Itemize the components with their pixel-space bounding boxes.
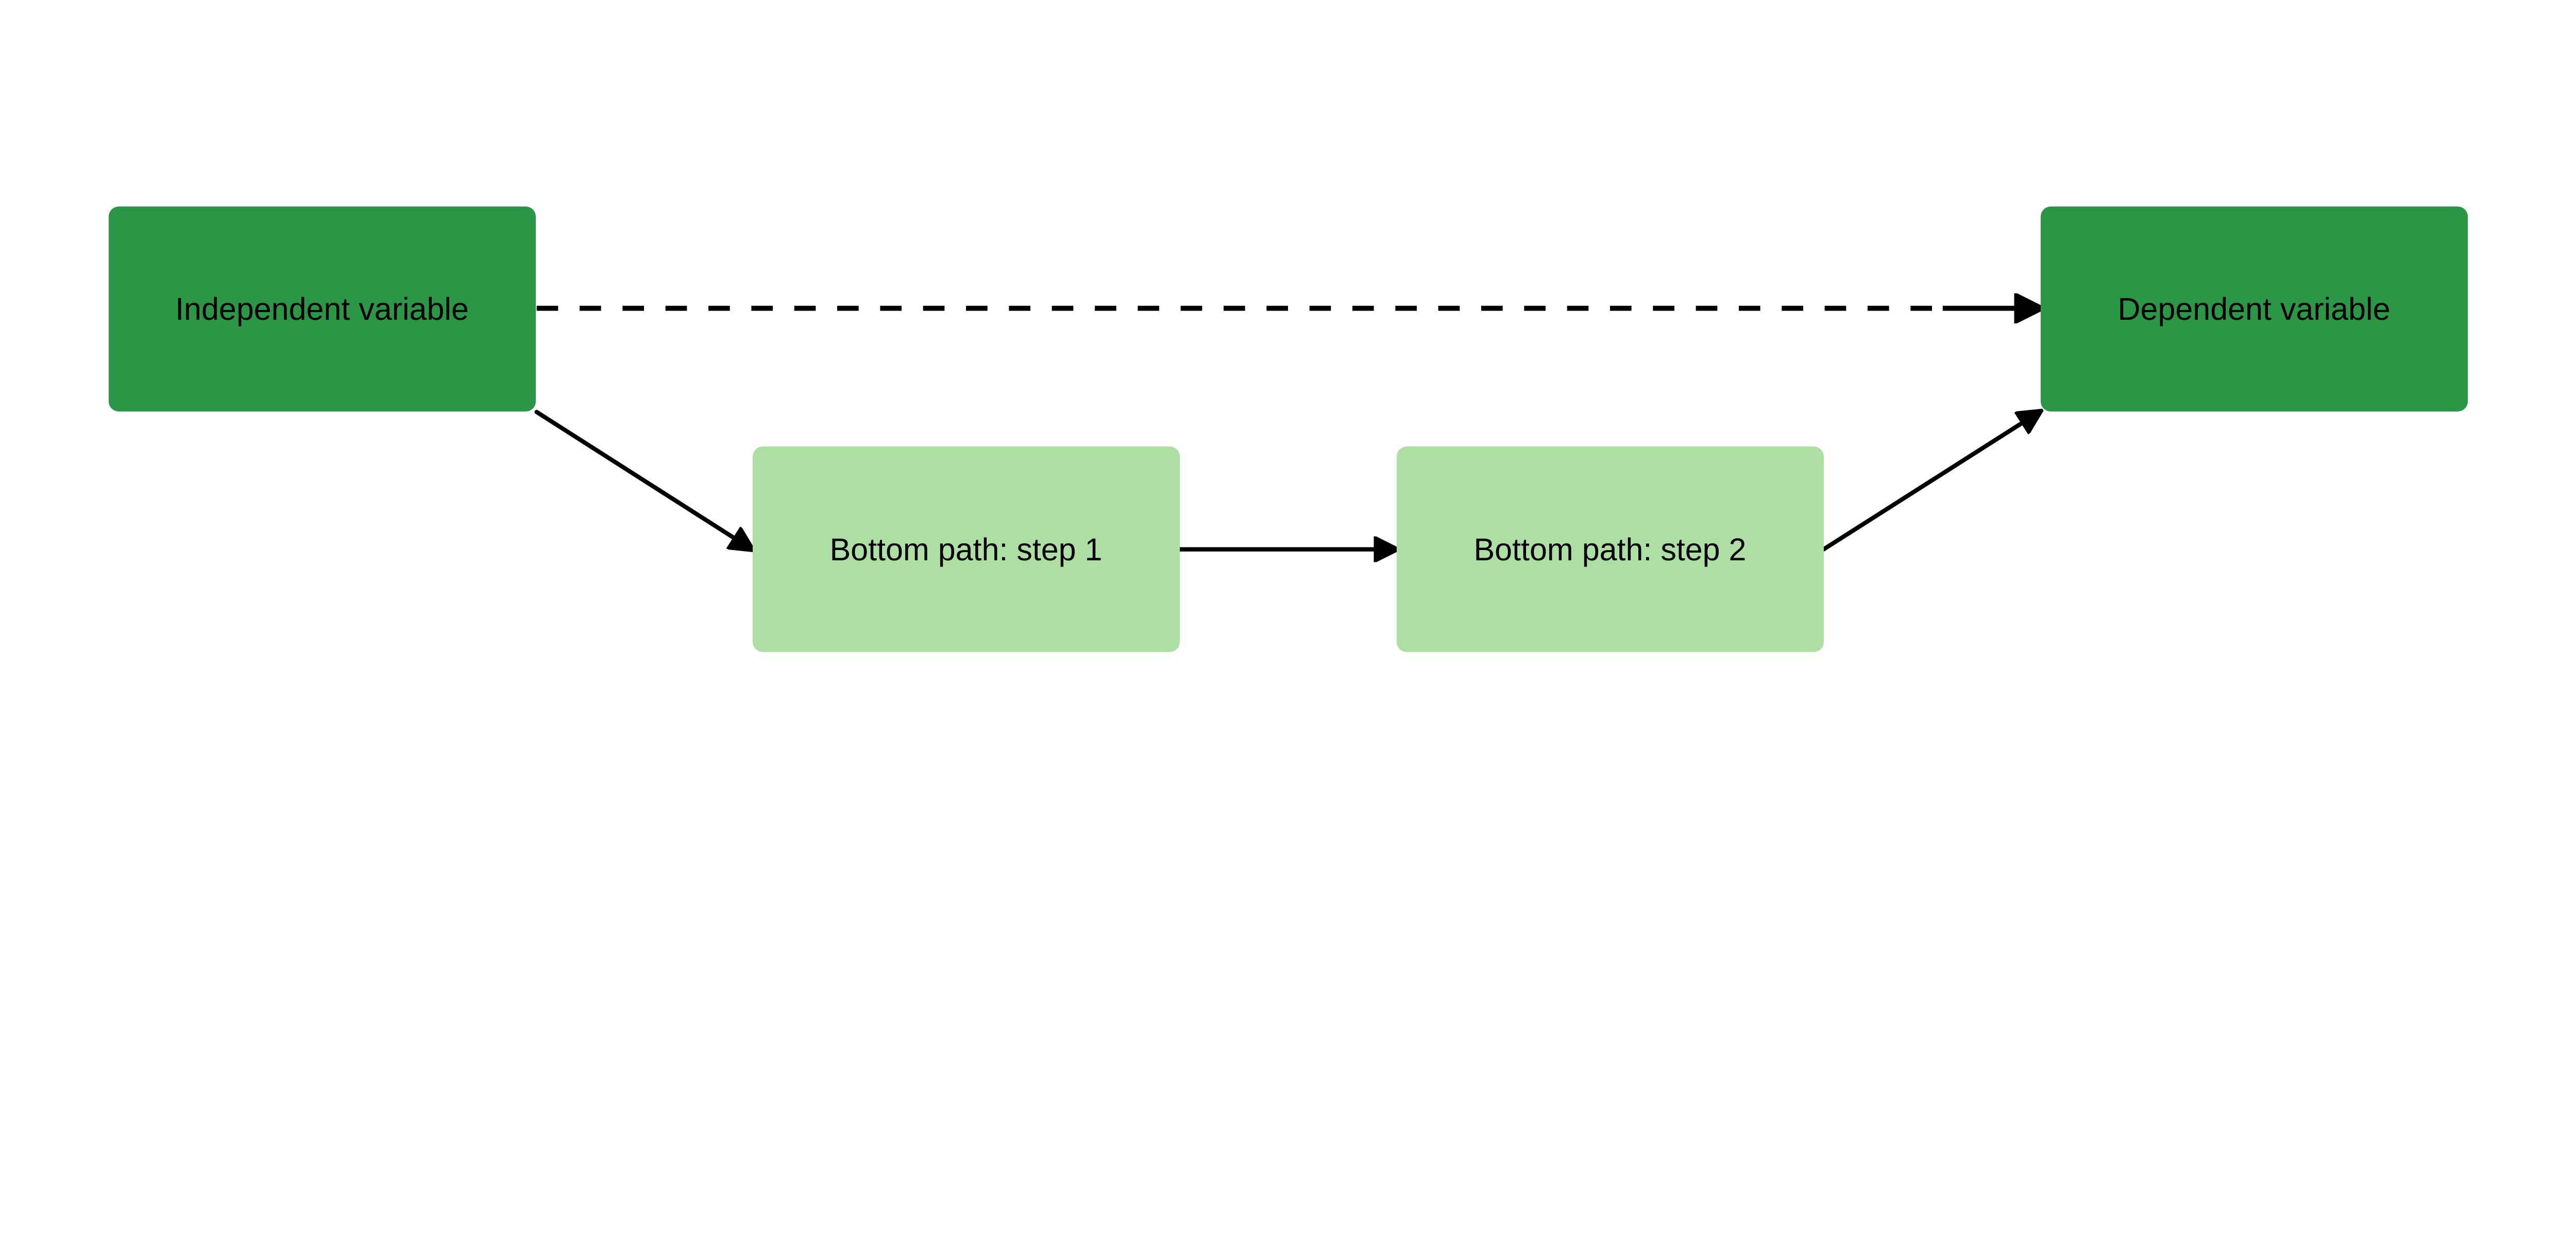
node-dependent-variable: Dependent variable xyxy=(2040,206,2468,412)
node-independent-variable: Independent variable xyxy=(108,206,536,412)
node-label: Dependent variable xyxy=(2117,291,2391,327)
diagram-canvas: Independent variable Dependent variable … xyxy=(108,0,2576,859)
node-bottom-path-step-1: Bottom path: step 1 xyxy=(752,447,1180,652)
node-label: Independent variable xyxy=(175,291,469,327)
node-label: Bottom path: step 1 xyxy=(829,531,1103,567)
edge-step2-to-dependent xyxy=(1821,412,2040,552)
edges-layer xyxy=(534,0,2576,859)
node-label: Bottom path: step 2 xyxy=(1473,531,1747,567)
node-bottom-path-step-2: Bottom path: step 2 xyxy=(1396,447,1824,652)
edge-independent-to-step1 xyxy=(534,409,752,549)
